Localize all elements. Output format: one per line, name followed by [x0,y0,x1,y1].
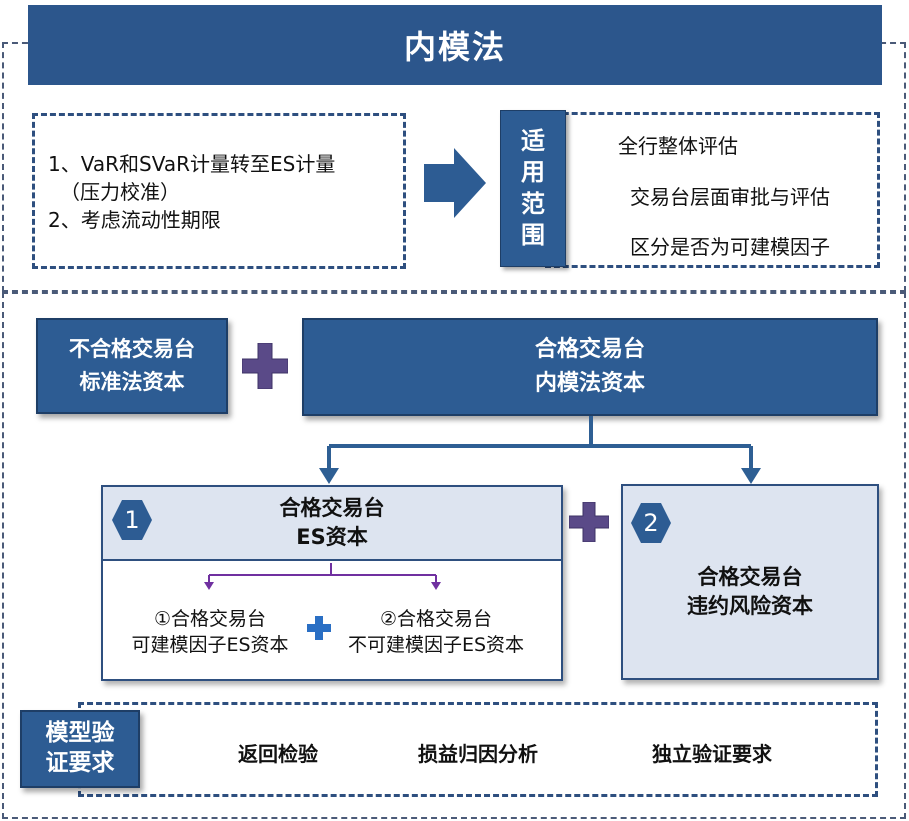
es-capital-line2: ES资本 [296,525,368,549]
validation-label-line2: 证要求 [45,750,115,776]
validation-item-pnl-attribution: 损益归因分析 [418,742,538,766]
scope-label-char-4: 围 [521,220,545,249]
unqualified-desk-line1: 不合格交易台 [69,337,195,362]
validation-label-line1: 模型验 [45,720,115,747]
scope-label-char-3: 范 [521,189,545,218]
scope-item-1: 全行整体评估 [618,134,738,158]
scope-label: 适 用 范 围 [500,110,566,267]
modellable-line2: 可建模因子ES资本 [131,633,289,656]
requirements-box [32,113,406,269]
modellable-es-capital: ①合格交易台 可建模因子ES资本 [112,607,308,658]
page-title: 内模法 [28,5,882,85]
plus-icon [242,343,288,389]
qualified-desk-line1: 合格交易台 [534,336,645,362]
default-risk-line2: 违约风险资本 [687,594,813,618]
es-capital-line1: 合格交易台 [279,495,385,520]
validation-item-backtesting: 返回检验 [238,742,318,766]
plus-small-icon [307,616,331,640]
default-risk-badge: 2 [631,503,671,543]
non-modellable-es-capital: ②合格交易台 不可建模因子ES资本 [331,607,541,658]
requirement-1-note: （压力校准） [60,180,180,204]
non-modellable-line1: ②合格交易台 [379,608,493,630]
scope-label-char-2: 用 [521,158,545,187]
qualified-desk-box: 合格交易台 内模法资本 [302,318,878,416]
es-capital-header: 合格交易台 ES资本 [101,485,563,561]
unqualified-desk-box: 不合格交易台 标准法资本 [36,318,228,414]
validation-label: 模型验 证要求 [20,710,140,788]
modellable-line1: ①合格交易台 [153,608,267,630]
scope-label-char-1: 适 [521,127,545,156]
default-risk-line1: 合格交易台 [697,564,803,589]
scope-item-3: 区分是否为可建模因子 [630,235,830,259]
bottom-section-frame [2,292,906,819]
unqualified-desk-line2: 标准法资本 [79,370,185,394]
scope-item-2: 交易台层面审批与评估 [630,184,830,209]
plus-icon [569,502,609,542]
validation-item-independent: 独立验证要求 [652,742,772,766]
requirement-2: 2、考虑流动性期限 [48,208,221,232]
requirement-1: 1、VaR和SVaR计量转至ES计量 [48,152,336,176]
non-modellable-line2: 不可建模因子ES资本 [347,633,525,656]
scope-items: 全行整体评估 交易台层面审批与评估 区分是否为可建模因子 [590,130,870,260]
qualified-desk-line2: 内模法资本 [534,371,645,396]
requirements-text: 1、VaR和SVaR计量转至ES计量 （压力校准） 2、考虑流动性期限 [48,150,398,234]
right-arrow-icon [424,148,486,218]
